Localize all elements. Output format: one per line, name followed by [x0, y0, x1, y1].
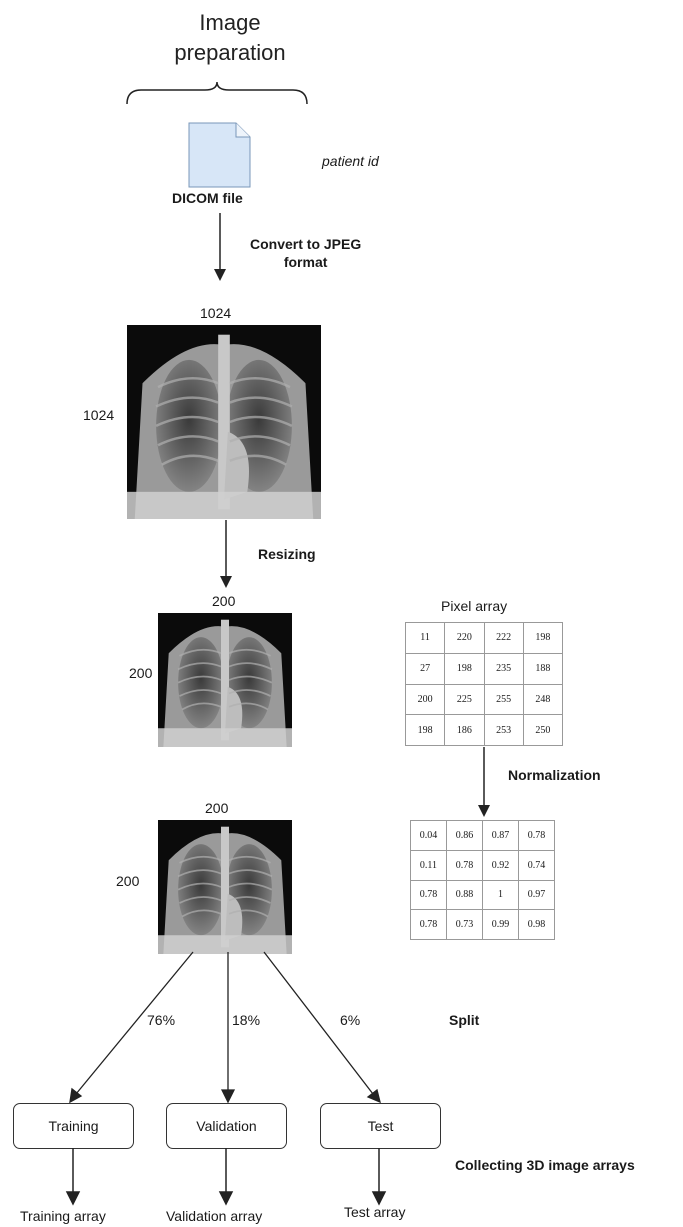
- xray-image-resized: [158, 613, 292, 747]
- array-cell: 0.74: [519, 850, 555, 880]
- training-array-label: Training array: [20, 1208, 106, 1224]
- split-arrows: [0, 950, 400, 1110]
- dicom-file-label: DICOM file: [172, 190, 243, 206]
- array-cell: 0.87: [483, 821, 519, 851]
- array-cell: 250: [523, 715, 562, 746]
- normalized-array-table: 0.040.860.870.780.110.780.920.740.780.88…: [410, 820, 555, 940]
- patient-id-label: patient id: [322, 153, 379, 169]
- array-cell: 200: [406, 684, 445, 715]
- diagram-title: Image preparation: [140, 8, 320, 68]
- array-cell: 225: [445, 684, 484, 715]
- collecting-step-label: Collecting 3D image arrays: [455, 1157, 635, 1173]
- array-cell: 248: [523, 684, 562, 715]
- normalized-array-row: 0.780.8810.97: [411, 880, 555, 910]
- pixel-array-row: 11220222198: [406, 623, 563, 654]
- pixel-array-row: 200225255248: [406, 684, 563, 715]
- normalized-height-label: 200: [116, 873, 139, 889]
- array-cell: 27: [406, 653, 445, 684]
- split-pct-training: 76%: [147, 1012, 175, 1028]
- split-pct-test: 6%: [340, 1012, 360, 1028]
- resizing-arrow: [216, 520, 236, 590]
- original-height-label: 1024: [83, 407, 114, 423]
- array-cell: 0.88: [447, 880, 483, 910]
- array-cell: 0.11: [411, 850, 447, 880]
- array-cell: 186: [445, 715, 484, 746]
- array-cell: 0.78: [519, 821, 555, 851]
- normalized-array-row: 0.110.780.920.74: [411, 850, 555, 880]
- array-cell: 0.78: [411, 880, 447, 910]
- array-cell: 188: [523, 653, 562, 684]
- array-cell: 0.97: [519, 880, 555, 910]
- array-cell: 198: [523, 623, 562, 654]
- array-cell: 1: [483, 880, 519, 910]
- resizing-step-label: Resizing: [258, 546, 316, 562]
- validation-array-label: Validation array: [166, 1208, 262, 1224]
- split-step-label: Split: [449, 1012, 479, 1028]
- array-cell: 253: [484, 715, 523, 746]
- array-cell: 0.92: [483, 850, 519, 880]
- array-cell: 0.98: [519, 910, 555, 940]
- original-width-label: 1024: [200, 305, 231, 321]
- array-cell: 0.73: [447, 910, 483, 940]
- array-cell: 11: [406, 623, 445, 654]
- array-cell: 0.99: [483, 910, 519, 940]
- title-brace: [125, 80, 310, 106]
- array-cell: 0.04: [411, 821, 447, 851]
- resized-height-label: 200: [129, 665, 152, 681]
- resized-width-label: 200: [212, 593, 235, 609]
- split-pct-validation: 18%: [232, 1012, 260, 1028]
- pixel-array-table: 1122022219827198235188200225255248198186…: [405, 622, 563, 746]
- pixel-array-title: Pixel array: [441, 598, 507, 614]
- array-cell: 222: [484, 623, 523, 654]
- pixel-array-row: 27198235188: [406, 653, 563, 684]
- file-icon: [188, 122, 252, 188]
- array-cell: 198: [445, 653, 484, 684]
- output-arrows: [0, 1148, 400, 1208]
- training-box-label: Training: [48, 1118, 98, 1134]
- array-cell: 255: [484, 684, 523, 715]
- validation-box-label: Validation: [196, 1118, 256, 1134]
- convert-step-label: Convert to JPEG format: [250, 235, 361, 271]
- array-cell: 220: [445, 623, 484, 654]
- test-box-label: Test: [368, 1118, 394, 1134]
- training-box: Training: [13, 1103, 134, 1149]
- test-box: Test: [320, 1103, 441, 1149]
- xray-image-original: [127, 325, 321, 519]
- normalized-array-row: 0.780.730.990.98: [411, 910, 555, 940]
- normalization-step-label: Normalization: [508, 767, 601, 783]
- array-cell: 0.86: [447, 821, 483, 851]
- normalized-array-row: 0.040.860.870.78: [411, 821, 555, 851]
- normalization-arrow: [474, 747, 494, 819]
- validation-box: Validation: [166, 1103, 287, 1149]
- normalized-width-label: 200: [205, 800, 228, 816]
- xray-image-normalized: [158, 820, 292, 954]
- convert-arrow: [210, 213, 230, 283]
- array-cell: 0.78: [447, 850, 483, 880]
- array-cell: 0.78: [411, 910, 447, 940]
- pixel-array-row: 198186253250: [406, 715, 563, 746]
- array-cell: 198: [406, 715, 445, 746]
- array-cell: 235: [484, 653, 523, 684]
- test-array-label: Test array: [344, 1204, 405, 1220]
